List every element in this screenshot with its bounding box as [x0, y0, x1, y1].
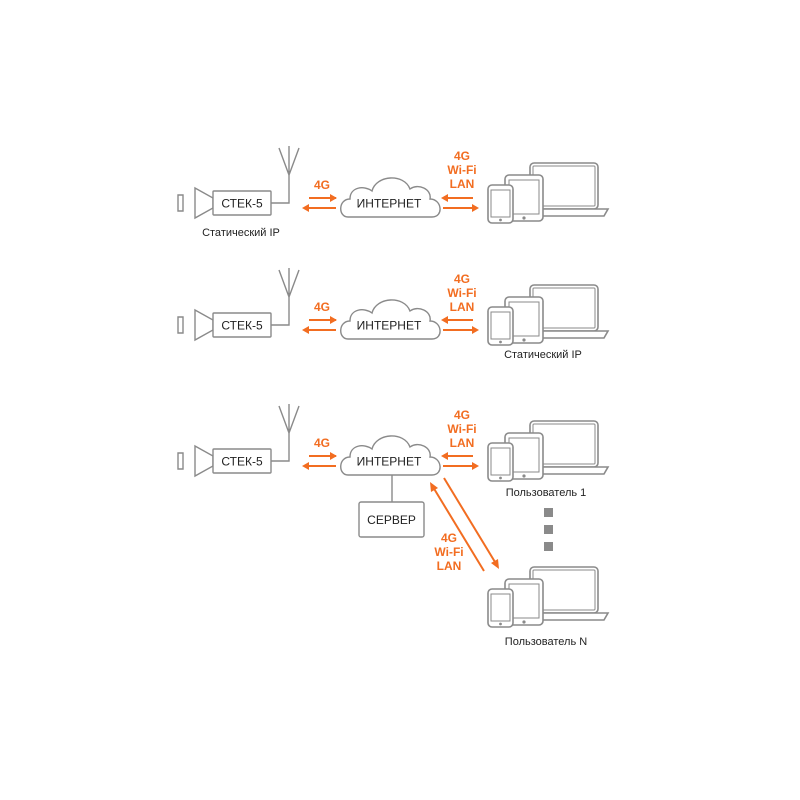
link-label-4g-3: 4G: [314, 436, 330, 450]
devices-icon-2: [487, 284, 609, 346]
device-label-2: СТЕК-5: [221, 319, 263, 333]
link-label-4g-r3: 4G: [454, 408, 470, 422]
row-2: СТЕК-5 ИНТЕРНЕТ 4G 4G Wi-Fi LAN Статичес…: [177, 267, 609, 361]
link-label-wifi-r3: Wi-Fi: [447, 422, 476, 436]
link-label-lan-n: LAN: [437, 559, 462, 573]
link-label-wifi-r1: Wi-Fi: [447, 163, 476, 177]
devices-icon-user-1: [487, 420, 609, 482]
row-3: СТЕК-5 ИНТЕРНЕТ 4G 4G Wi-Fi LAN Пользова…: [177, 403, 609, 499]
user-n-label: Пользователь N: [505, 636, 587, 648]
static-ip-label-1: Статический IP: [202, 227, 280, 239]
link-label-4g-r1: 4G: [454, 149, 470, 163]
link-label-4g-n: 4G: [441, 531, 457, 545]
device-label-1: СТЕК-5: [221, 197, 263, 211]
devices-icon-user-n: [487, 566, 609, 628]
diagonal-arrows: [430, 477, 499, 572]
user-1-label: Пользователь 1: [506, 487, 587, 499]
server-label: СЕРВЕР: [367, 513, 416, 527]
link-label-lan-r1: LAN: [450, 177, 475, 191]
internet-label-2: ИНТЕРНЕТ: [357, 319, 422, 333]
link-label-wifi-n: Wi-Fi: [434, 545, 463, 559]
server-box: [358, 501, 425, 538]
link-label-4g-r2: 4G: [454, 272, 470, 286]
ellipsis-dots-icon: [544, 508, 553, 551]
static-ip-label-2: Статический IP: [504, 349, 582, 361]
link-label-4g-1: 4G: [314, 178, 330, 192]
link-label-wifi-r2: Wi-Fi: [447, 286, 476, 300]
internet-label-3: ИНТЕРНЕТ: [357, 455, 422, 469]
link-label-lan-r2: LAN: [450, 300, 475, 314]
link-label-lan-r3: LAN: [450, 436, 475, 450]
link-label-4g-2: 4G: [314, 300, 330, 314]
internet-label-1: ИНТЕРНЕТ: [357, 197, 422, 211]
device-label-3: СТЕК-5: [221, 455, 263, 469]
devices-icon-1: [487, 162, 609, 224]
row-1: СТЕК-5 ИНТЕРНЕТ 4G 4G Wi-Fi LAN Статичес…: [177, 145, 609, 239]
